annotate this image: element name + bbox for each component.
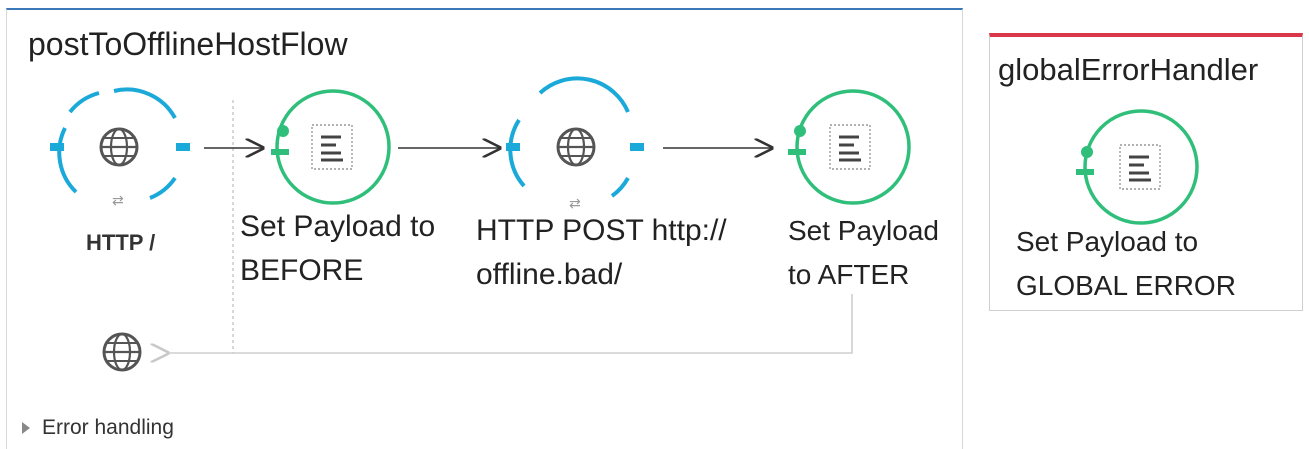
http-post-component[interactable]: ⇄ (506, 76, 644, 212)
set-payload-after-component[interactable] (788, 89, 911, 205)
globe-icon (556, 127, 596, 167)
http-listener-label: HTTP / (86, 230, 156, 255)
http-post-label-line2: offline.bad/ (476, 258, 623, 291)
http-post-label-line1: HTTP POST http:// (476, 214, 727, 247)
global-handler-title[interactable]: globalErrorHandler (998, 52, 1259, 87)
set-payload-before-label-line2: BEFORE (240, 254, 364, 287)
set-payload-after-label-line1: Set Payload (788, 215, 939, 246)
set-payload-global-error-component[interactable] (1076, 109, 1199, 225)
set-payload-before-label-line1: Set Payload to (240, 210, 436, 243)
globe-icon (99, 127, 139, 167)
response-return-line (168, 294, 853, 353)
set-payload-icon (829, 124, 871, 170)
http-listener-component[interactable]: ⇄ (50, 87, 190, 209)
expand-caret-icon (22, 422, 30, 434)
exchange-pattern-icon: ⇄ (112, 193, 124, 209)
flow-title[interactable]: postToOfflineHostFlow (28, 26, 348, 62)
set-payload-after-label-line2: to AFTER (788, 259, 910, 290)
set-payload-before-component[interactable] (271, 89, 391, 205)
global-set-payload-label-line2: GLOBAL ERROR (1016, 270, 1236, 301)
response-globe-icon (102, 332, 142, 372)
error-handling-label: Error handling (42, 416, 174, 439)
global-set-payload-label-line1: Set Payload to (1016, 226, 1199, 257)
error-handling-toggle[interactable]: Error handling (22, 416, 174, 440)
set-payload-icon (311, 124, 353, 170)
set-payload-icon (1119, 144, 1161, 190)
flow-canvas (6, 8, 963, 449)
exchange-pattern-icon: ⇄ (569, 196, 581, 212)
